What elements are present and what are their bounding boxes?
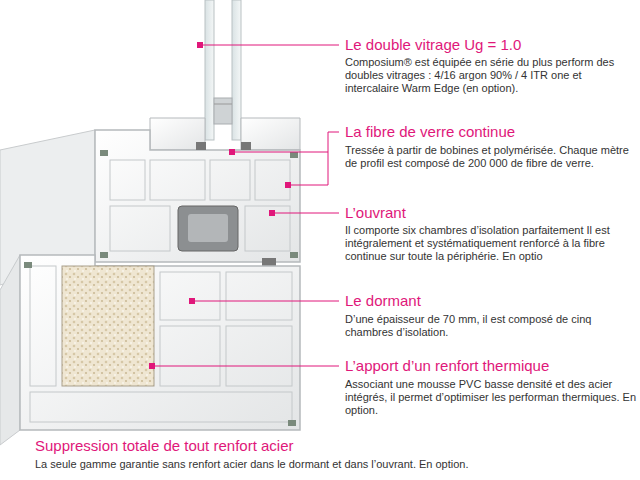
leader-lines <box>152 45 339 366</box>
feature-heading: Suppression totale de tout renfort acier <box>35 437 635 455</box>
feature-text: La seule gamme garantie sans renfort aci… <box>35 458 635 471</box>
callout-heading: L’apport d’un renfort thermique <box>345 357 635 375</box>
callout-heading: La fibre de verre continue <box>345 123 635 141</box>
callout-text: Tressée à partir de bobines et polyméris… <box>345 144 637 170</box>
callout-heading: Le double vitrage Ug = 1.0 <box>345 36 635 54</box>
leader-dots <box>149 42 291 369</box>
callout-text: Associant une mousse PVC basse densité e… <box>345 378 637 417</box>
callout-heading: L’ouvrant <box>345 204 635 222</box>
callout-text: Il comporte six chambres d’isolation par… <box>345 224 637 263</box>
callout-heading: Le dormant <box>345 292 635 310</box>
callout-text: D’une épaisseur de 70 mm, il est composé… <box>345 313 595 339</box>
callout-text: Composium® est équipée en série du plus … <box>345 56 637 95</box>
